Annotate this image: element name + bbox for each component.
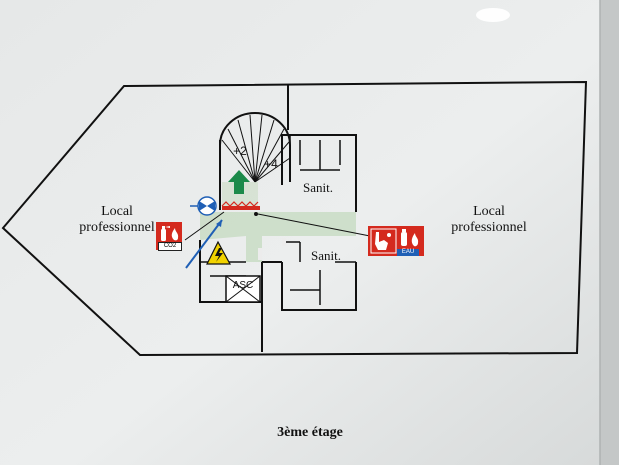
room-label-right: Local professionnel — [424, 204, 554, 236]
extinguisher-water-tag: EAU — [397, 249, 419, 256]
room-label-right-line2: professionnel — [451, 220, 527, 236]
room-label-left: Local professionnel — [52, 204, 182, 236]
extinguisher-co2-tag: CO2 — [158, 242, 182, 251]
room-label-right-line1: Local — [473, 204, 505, 219]
gas-valve-icon — [190, 196, 217, 216]
building-outline — [1, 80, 588, 357]
corridor — [200, 212, 356, 262]
room-label-left-line2: professionnel — [79, 220, 155, 236]
wall-strip — [600, 0, 619, 465]
door-gap — [282, 238, 286, 246]
stair-landing-upper: +2 — [233, 144, 247, 158]
emergency-exit-arrow-icon — [228, 170, 250, 194]
pointer-line — [257, 213, 371, 237]
room-label-left-line1: Local — [101, 204, 133, 219]
pointer-line — [184, 211, 225, 241]
fire-door-strip — [221, 201, 260, 210]
room-label-sanitary-bottom: Sanit. — [311, 248, 341, 263]
stair-landing-lower: +4 — [264, 157, 278, 171]
light-reflection — [476, 8, 510, 22]
flame-icon — [171, 228, 179, 241]
fire-alarm-call-point-icon — [375, 232, 391, 250]
door-gap — [258, 248, 262, 260]
stair-treads — [221, 114, 291, 183]
electrical-hazard-icon — [206, 240, 232, 265]
room-label-sanitary-top: Sanit. — [303, 180, 333, 195]
stair-outline — [219, 112, 291, 182]
fire-extinguisher-icon — [401, 229, 407, 246]
flame-icon — [411, 233, 419, 247]
pointer-line-blue — [185, 219, 223, 269]
elevator-label: ASC — [232, 280, 254, 291]
floor-title: 3ème étage — [277, 425, 343, 440]
fire-extinguisher-icon — [161, 226, 170, 241]
detector-point — [254, 212, 258, 216]
